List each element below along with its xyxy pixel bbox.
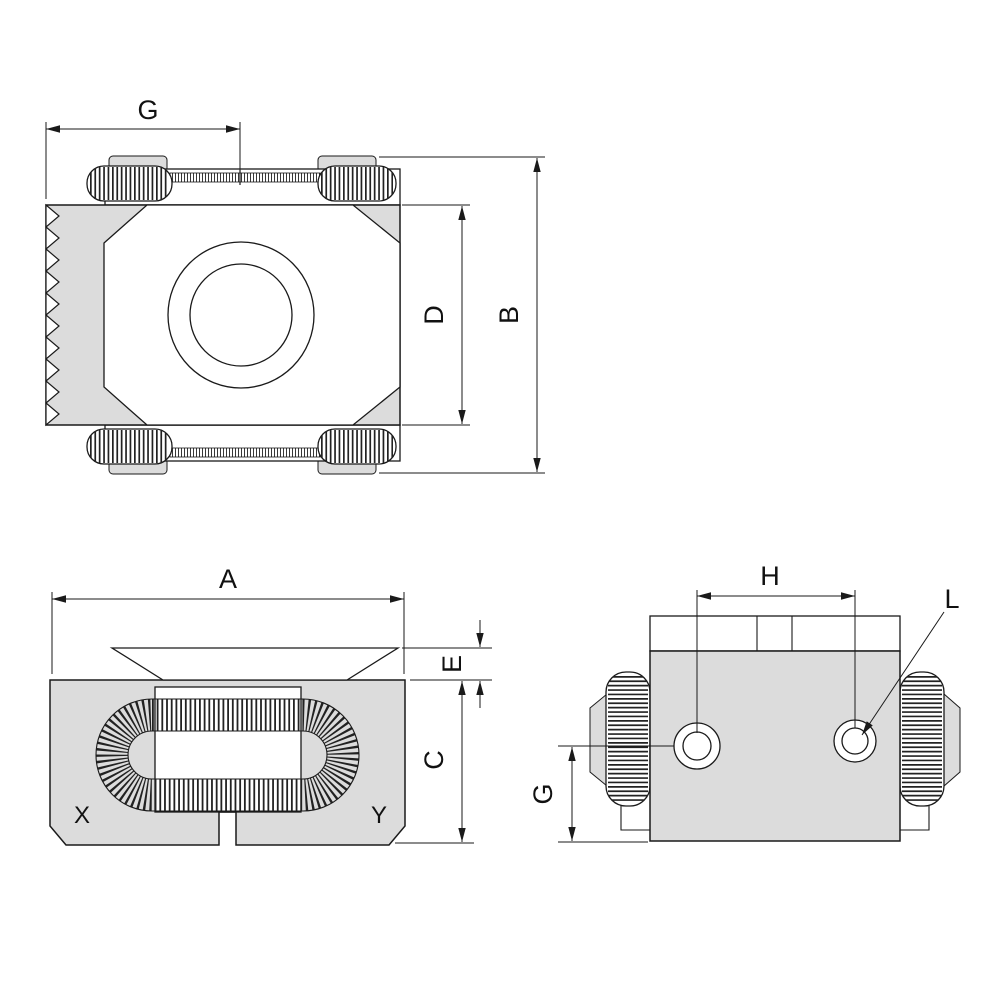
dim-label-e: E [437,655,467,673]
dim-label-g-top: G [137,95,158,125]
leader-line-l [861,611,945,736]
dimension-g-side: G [528,747,648,843]
serrated-gripper-edge [45,203,60,427]
dimension-e: E [402,620,492,708]
dim-label-b: B [494,306,524,324]
center-bore-inner [189,263,293,367]
dimension-b: B [379,156,545,474]
side-tab-left [589,692,608,788]
coil-outer-outline [95,698,360,812]
dimension-c: C [395,681,474,844]
spring-hook-right [894,805,930,831]
coil-spring-bottom-left [86,428,173,465]
spring-hook-left [620,805,656,831]
side-top-strip [649,615,901,652]
dimension-d: D [402,204,470,426]
callout-l: L [861,584,960,736]
dim-label-c: C [419,750,449,770]
coil-inner-outline [127,730,328,780]
coil-spring-top-right [317,165,397,202]
top-wedge-chamfer [109,647,401,681]
dim-label-a: A [219,564,237,594]
dimension-a: A [51,564,405,674]
callout-label-l: L [944,584,959,614]
dim-label-d: D [419,305,449,325]
coil-spring-side-right [899,671,945,807]
coil-spring-side-left [605,671,651,807]
threaded-rod-top [169,172,321,183]
dimension-g-top: G [45,95,241,199]
coil-spring-top-left [86,165,173,202]
front-view: X Y A E C [49,564,492,846]
dim-label-g-side: G [528,783,558,804]
top-view: G D B [45,95,545,475]
coil-spring-bottom-right [317,428,397,465]
side-view: H L G [528,561,961,843]
mounting-hole-left-inner [682,731,712,761]
threaded-rod-bottom [169,447,321,458]
side-tab-right [943,692,961,788]
dimension-h: H [696,561,856,733]
jaw-label-x: X [74,802,90,829]
dim-label-h: H [760,561,780,591]
jaw-label-y: Y [371,802,387,829]
